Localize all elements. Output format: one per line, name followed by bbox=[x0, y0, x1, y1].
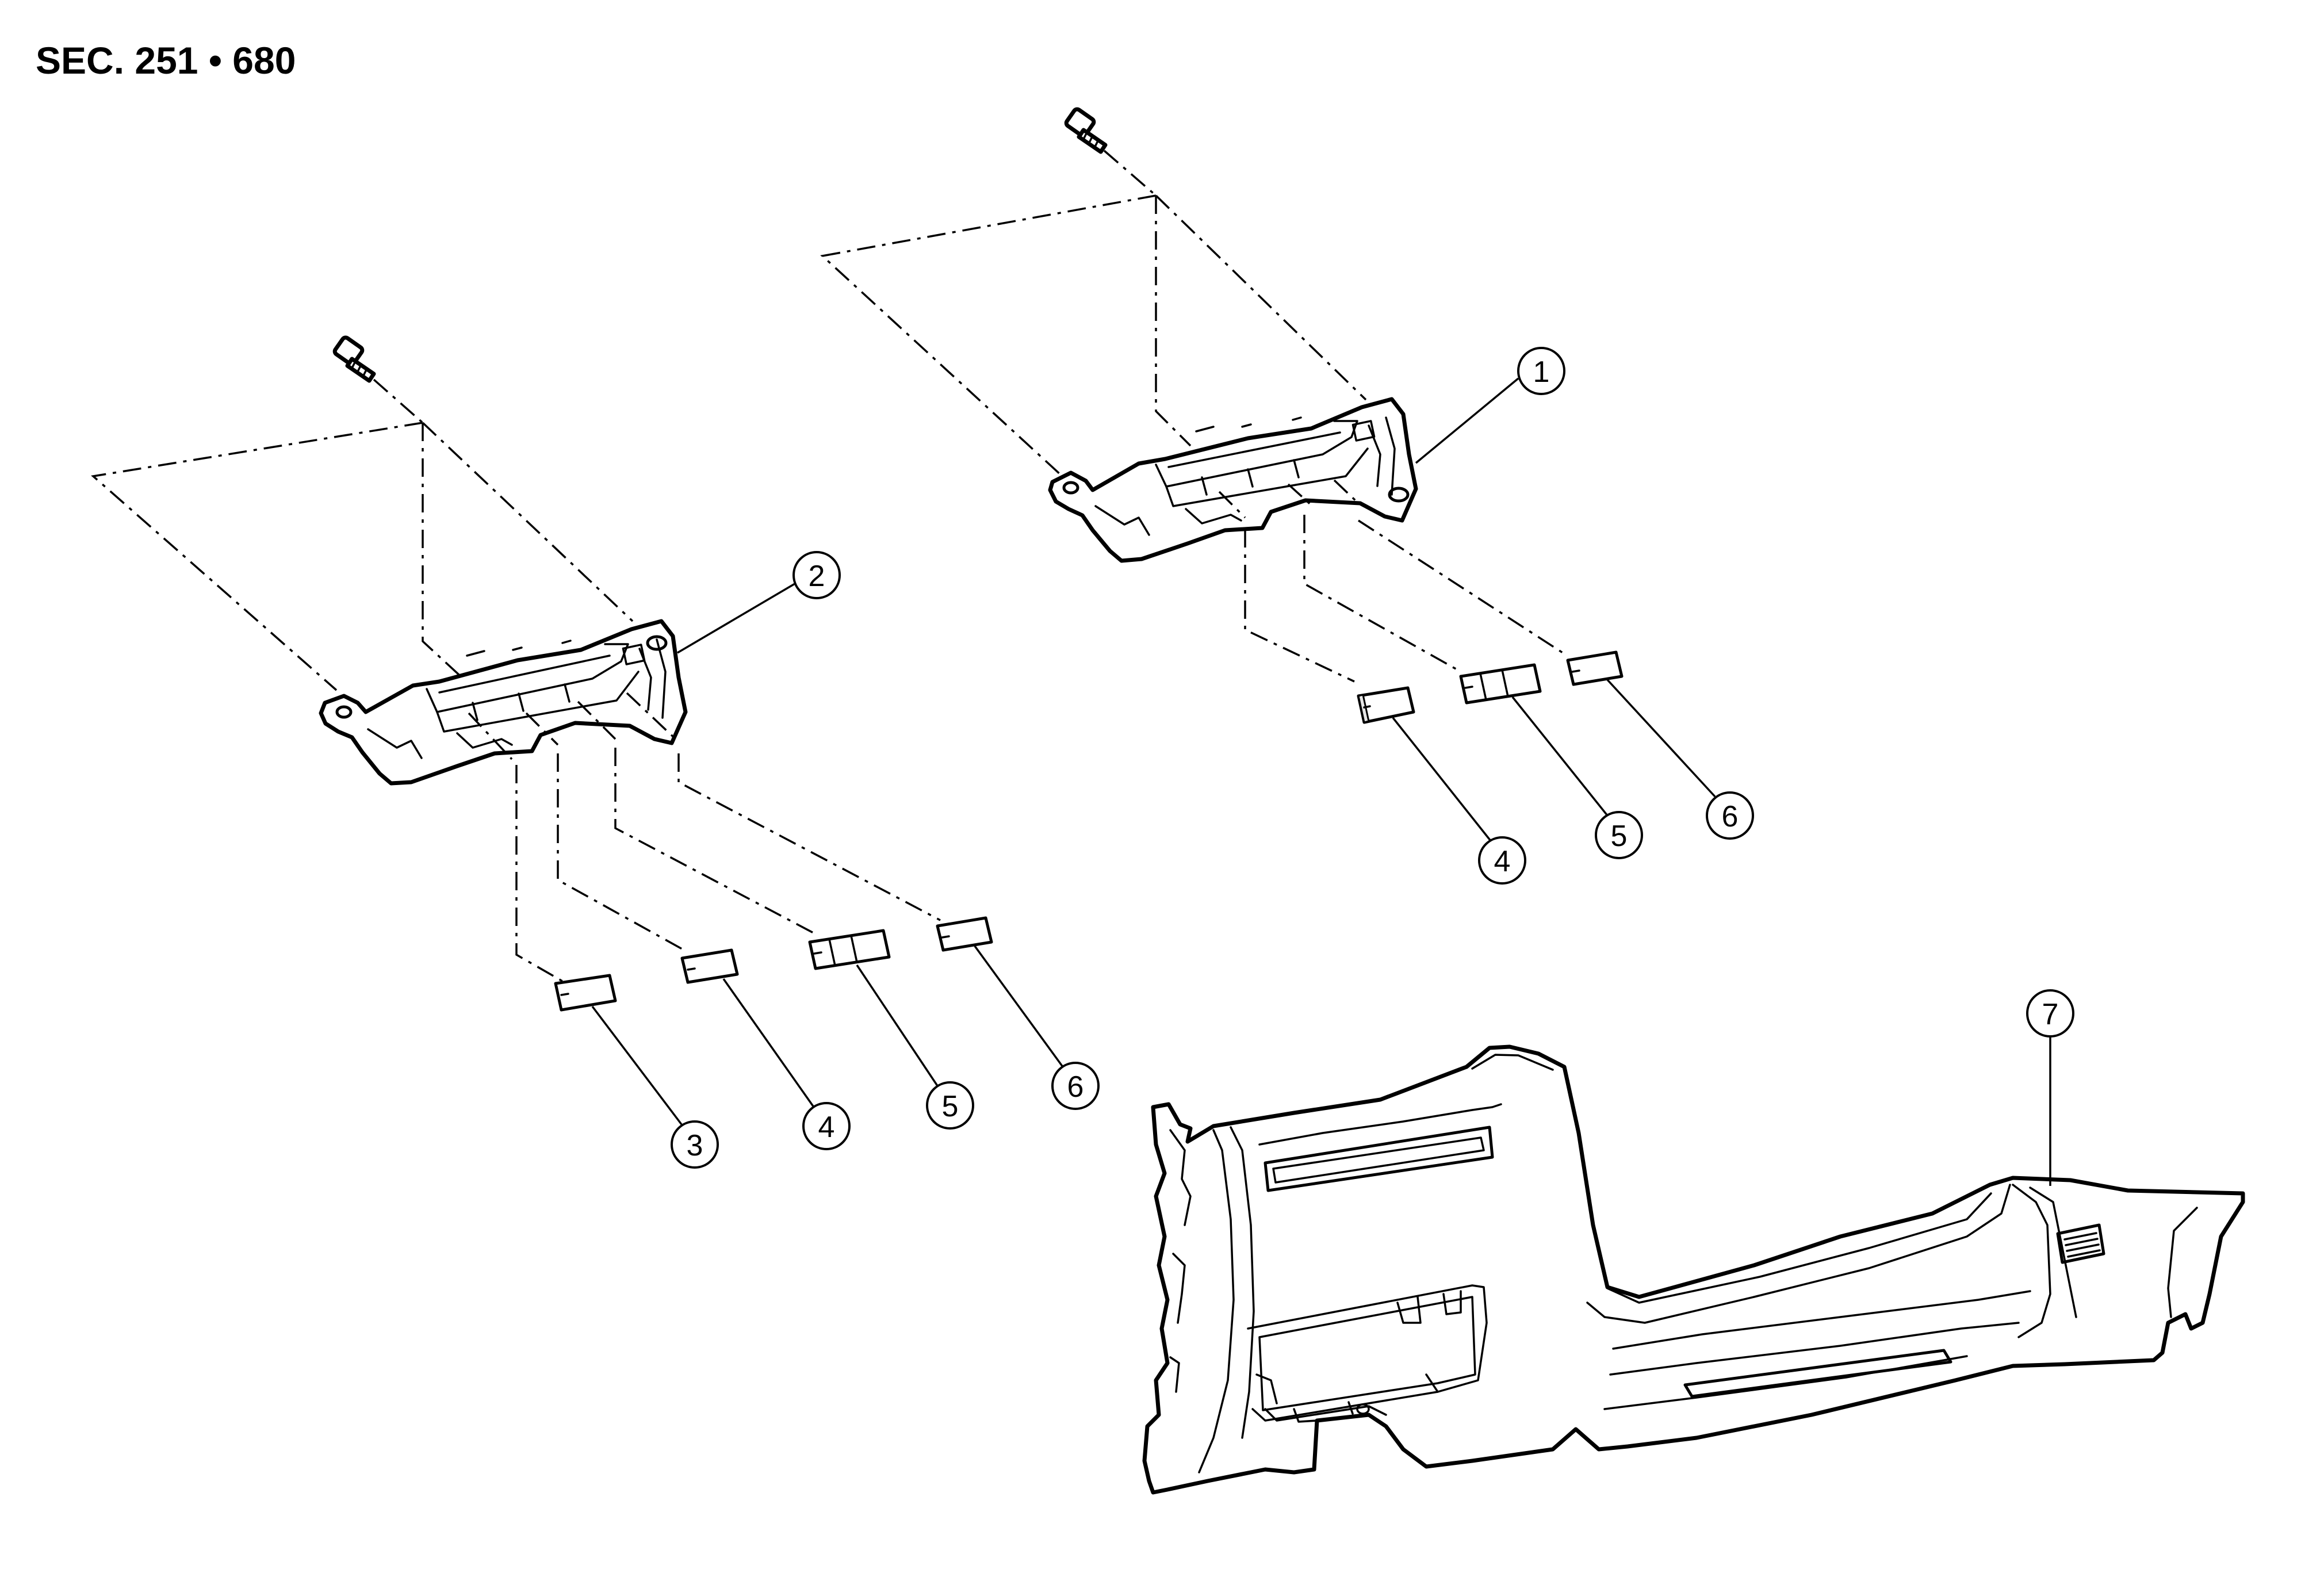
svg-text:7: 7 bbox=[2042, 998, 2059, 1031]
clip-left-4 bbox=[680, 948, 739, 984]
callout-6-upper: 6 bbox=[1606, 679, 1754, 840]
svg-text:4: 4 bbox=[818, 1111, 835, 1144]
callout-6-left: 6 bbox=[974, 945, 1100, 1110]
clip-upper-6 bbox=[1566, 650, 1624, 686]
clip-left-5 bbox=[808, 929, 891, 970]
clip-guide-lines-upper bbox=[1218, 479, 1568, 683]
bracket-part-2 bbox=[319, 619, 688, 786]
callout-7: 7 bbox=[2026, 989, 2074, 1186]
clip-upper-5 bbox=[1459, 663, 1542, 705]
bracket-part-1 bbox=[1048, 397, 1418, 563]
screw-left bbox=[332, 335, 376, 383]
svg-text:6: 6 bbox=[1722, 800, 1739, 833]
mounting-guide-lines-upper bbox=[820, 150, 1367, 483]
svg-text:6: 6 bbox=[1067, 1070, 1084, 1104]
svg-text:3: 3 bbox=[687, 1129, 703, 1162]
callout-4-left: 4 bbox=[722, 978, 851, 1150]
callout-5-left: 5 bbox=[856, 964, 974, 1130]
svg-text:5: 5 bbox=[1611, 820, 1628, 853]
clip-left-3 bbox=[554, 974, 617, 1012]
svg-text:4: 4 bbox=[1494, 845, 1511, 878]
instrument-lower-panel-part-7 bbox=[1142, 1044, 2245, 1495]
callout-4-upper: 4 bbox=[1392, 717, 1526, 885]
screw-upper bbox=[1064, 107, 1108, 154]
clip-upper-4 bbox=[1357, 686, 1415, 724]
svg-text:2: 2 bbox=[809, 560, 825, 593]
svg-text:1: 1 bbox=[1533, 355, 1550, 389]
svg-text:5: 5 bbox=[942, 1090, 959, 1123]
clip-guide-lines-left bbox=[468, 692, 941, 985]
callout-3: 3 bbox=[591, 1005, 719, 1169]
clip-left-6 bbox=[936, 916, 993, 952]
callout-5-upper: 5 bbox=[1511, 696, 1643, 859]
callout-1: 1 bbox=[1415, 347, 1565, 464]
mounting-guide-lines-left bbox=[91, 378, 634, 691]
section-title: SEC. 251 • 680 bbox=[36, 39, 296, 82]
callout-2: 2 bbox=[677, 551, 841, 654]
